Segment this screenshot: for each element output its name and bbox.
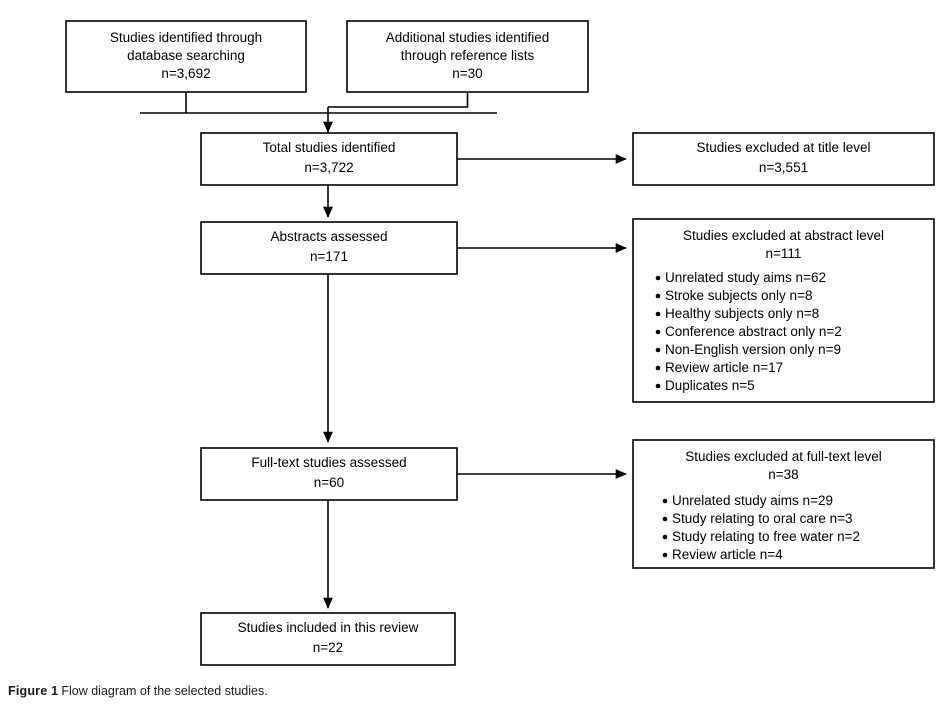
figure-caption-text: Flow diagram of the selected studies. [61, 684, 268, 698]
box-excluded-fulltext-level: Studies excluded at full-text level n=38… [632, 439, 935, 569]
figure-caption: Figure 1 Flow diagram of the selected st… [8, 683, 928, 699]
excluded-fulltext-bullet: Study relating to oral care n=3 [672, 511, 852, 526]
abstracts-assessed-count: n=171 [310, 249, 348, 264]
studies-included-count: n=22 [313, 640, 343, 655]
box-identification-database: Studies identified through database sear… [65, 20, 307, 93]
bullet-icon [662, 498, 668, 504]
box-total-identified: Total studies identified n=3,722 [200, 132, 458, 186]
fulltext-assessed-label: Full-text studies assessed [251, 455, 406, 470]
bullet-icon [655, 329, 661, 335]
bullet-icon [655, 293, 661, 299]
identification-database-count: n=3,692 [161, 66, 210, 81]
excluded-fulltext-label: Studies excluded at full-text level [685, 449, 882, 464]
identification-database-line1: Studies identified through [110, 30, 262, 45]
excluded-abstract-bullet: Unrelated study aims n=62 [665, 270, 826, 285]
excluded-abstract-bullet: Duplicates n=5 [665, 378, 755, 393]
excluded-fulltext-count: n=38 [768, 467, 798, 482]
identification-reference-line2: through reference lists [401, 48, 535, 63]
abstracts-assessed-label: Abstracts assessed [270, 229, 387, 244]
box-abstracts-assessed: Abstracts assessed n=171 [200, 221, 458, 275]
excluded-abstract-bullet: Non-English version only n=9 [665, 342, 841, 357]
excluded-title-count: n=3,551 [759, 160, 808, 175]
box-identification-reference-lists: Additional studies identified through re… [346, 20, 589, 93]
identification-database-line2: database searching [127, 48, 245, 63]
excluded-abstract-bullet: Stroke subjects only n=8 [665, 288, 812, 303]
bullet-icon [655, 347, 661, 353]
excluded-fulltext-bullet: Review article n=4 [672, 547, 783, 562]
excluded-abstract-label: Studies excluded at abstract level [683, 228, 884, 243]
excluded-abstract-bullet: Review article n=17 [665, 360, 783, 375]
bullet-icon [655, 383, 661, 389]
prisma-flow-diagram: Studies identified through database sear… [65, 20, 935, 666]
bullet-icon [662, 516, 668, 522]
excluded-abstract-bullet: Conference abstract only n=2 [665, 324, 842, 339]
excluded-abstract-bullet: Healthy subjects only n=8 [665, 306, 819, 321]
box-fulltext-assessed: Full-text studies assessed n=60 [200, 447, 458, 501]
bullet-icon [662, 552, 668, 558]
identification-reference-count: n=30 [452, 66, 482, 81]
excluded-abstract-count: n=111 [766, 246, 802, 261]
excluded-title-label: Studies excluded at title level [696, 140, 870, 155]
excluded-fulltext-bullet: Unrelated study aims n=29 [672, 493, 833, 508]
box-excluded-title-level: Studies excluded at title level n=3,551 [632, 132, 935, 186]
bullet-icon [655, 311, 661, 317]
box-excluded-abstract-level: Studies excluded at abstract level n=111… [632, 218, 935, 403]
connector-ref-stub [328, 92, 469, 108]
box-studies-included: Studies included in this review n=22 [200, 612, 456, 666]
figure-caption-label: Figure 1 [8, 684, 59, 698]
fulltext-assessed-count: n=60 [314, 475, 344, 490]
bullet-icon [655, 365, 661, 371]
identification-reference-line1: Additional studies identified [386, 30, 550, 45]
bullet-icon [655, 275, 661, 281]
total-identified-count: n=3,722 [304, 160, 353, 175]
excluded-fulltext-bullet: Study relating to free water n=2 [672, 529, 860, 544]
bullet-icon [662, 534, 668, 540]
total-identified-label: Total studies identified [263, 140, 396, 155]
studies-included-label: Studies included in this review [238, 620, 419, 635]
